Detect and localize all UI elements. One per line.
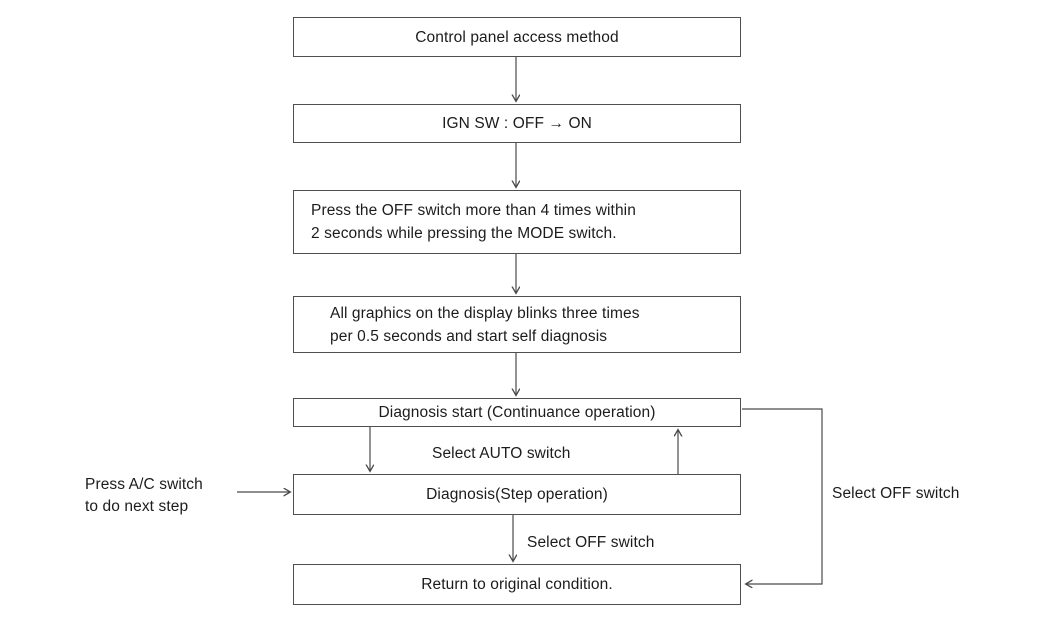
flow-node-label: Diagnosis(Step operation): [426, 486, 608, 503]
edge-label-press-ac: Press A/C switch to do next step: [85, 474, 203, 517]
flow-node-ign-sw: IGN SW : OFF → ON: [293, 104, 741, 143]
flow-node-label-line: per 0.5 seconds and start self diagnosis: [330, 327, 608, 345]
edge-label-select-off-loop: Select OFF switch: [832, 485, 960, 502]
flow-node-press-off-switch: Press the OFF switch more than 4 times w…: [293, 190, 741, 254]
flow-node-label-line: Press the OFF switch more than 4 times w…: [311, 202, 636, 219]
flow-node-graphics-blink: All graphics on the display blinks three…: [293, 296, 741, 353]
flow-node-access-method: Control panel access method: [293, 17, 741, 57]
flow-node-diagnosis-step: Diagnosis(Step operation): [293, 474, 741, 515]
flow-node-label-line: All graphics on the display blinks three…: [330, 304, 640, 322]
edge-label-select-auto: Select AUTO switch: [432, 445, 571, 462]
arrow-start-to-return-loop: [742, 408, 823, 584]
edge-label-select-off-step: Select OFF switch: [527, 534, 655, 551]
flow-node-label: IGN SW : OFF → ON: [442, 115, 592, 132]
flow-node-label-line: 2 seconds while pressing the MODE switch…: [311, 225, 617, 242]
flow-node-diagnosis-start: Diagnosis start (Continuance operation): [293, 398, 741, 427]
flow-node-label: Control panel access method: [415, 28, 619, 46]
edge-label-press-ac-line1: Press A/C switch: [85, 476, 203, 493]
edge-label-press-ac-line2: to do next step: [85, 497, 189, 515]
flow-node-return-original: Return to original condition.: [293, 564, 741, 605]
flow-node-label: Return to original condition.: [421, 576, 613, 593]
flow-node-label: Diagnosis start (Continuance operation): [378, 404, 656, 421]
